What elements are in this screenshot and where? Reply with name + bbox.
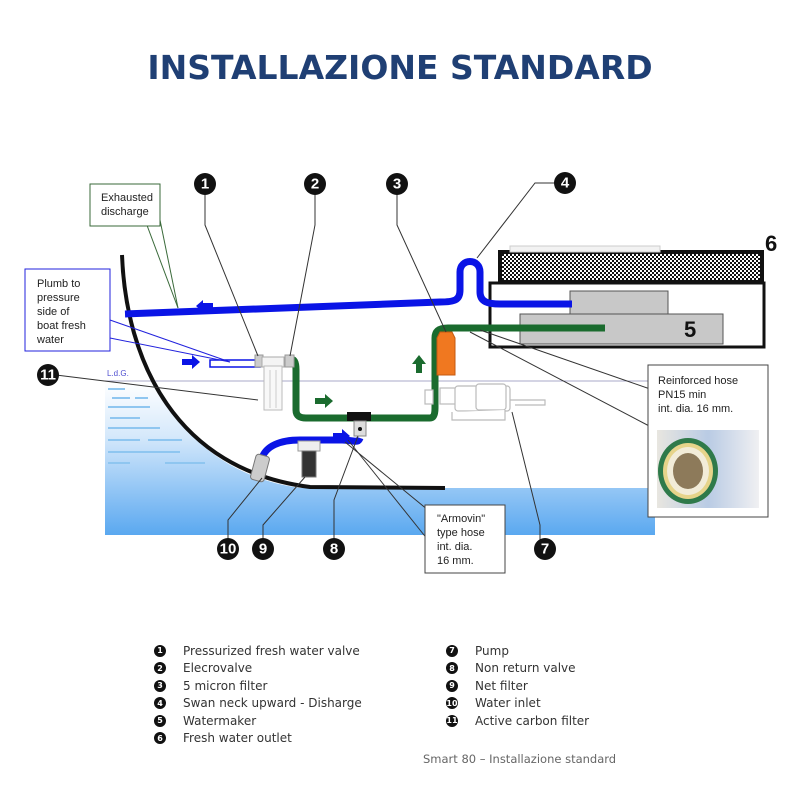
marker-5: 5 (684, 317, 696, 342)
svg-text:7: 7 (541, 541, 549, 558)
hull (120, 254, 446, 490)
callout-reinforced-line-2: PN15 min (658, 389, 706, 401)
svg-text:8: 8 (330, 541, 338, 558)
callout-plumb-to-pressure (24, 268, 111, 352)
legend-label: Active carbon filter (475, 713, 590, 728)
marker-1: 1 (194, 173, 216, 195)
callout-plumb-line-4: boat fresh (37, 320, 86, 332)
page-title: INSTALLAZIONE STANDARD (147, 48, 653, 87)
legend-right: 7 Pump 8 Non return valve 9 Net filter 10 Wa… (446, 642, 589, 730)
legend-number-badge: 2 (154, 662, 166, 675)
figure-caption: Smart 80 – Installazione standard (423, 752, 617, 766)
legend-label: Swan neck upward - Disharge (183, 696, 362, 711)
marker-4: 4 (554, 172, 576, 194)
carbon-filter-11 (263, 365, 283, 411)
tee-fitting (347, 412, 371, 421)
callout-exhausted-line-2: discharge (101, 206, 149, 218)
svg-text:2: 2 (311, 176, 319, 193)
legend-number-badge: 4 (154, 697, 166, 710)
legend-label: Net filter (475, 678, 528, 693)
legend-label: Pump (475, 643, 509, 658)
fresh-water-pipe (209, 359, 261, 368)
legend-label: Watermaker (183, 713, 257, 728)
svg-text:10: 10 (220, 541, 237, 558)
legend-label: Fresh water outlet (183, 731, 292, 746)
svg-text:4: 4 (561, 175, 570, 192)
legend-item: 6 Fresh water outlet (154, 730, 362, 748)
legend-item: 5 Watermaker (154, 712, 362, 730)
intake-hose (258, 436, 364, 460)
callout-leaders (109, 219, 231, 363)
legend-number-badge: 11 (446, 714, 458, 727)
net-filter-9 (297, 440, 321, 452)
waterline-label: L.d.G. (107, 369, 129, 378)
legend-number-badge: 10 (446, 697, 458, 710)
legend-label: Non return valve (475, 661, 576, 676)
callout-plumb-line-1: Plumb to (37, 278, 80, 290)
callout-plumb-line-3: side of (37, 306, 70, 318)
marker-2: 2 (304, 173, 326, 195)
callout-exhausted-discharge (89, 183, 161, 227)
legend-item: 3 5 micron filter (154, 677, 362, 695)
svg-text:11: 11 (40, 367, 56, 384)
legend-label: 5 micron filter (183, 678, 268, 693)
legend-number-badge: 9 (446, 679, 458, 692)
water-ripples (108, 388, 205, 464)
legend-item: 2 Elecrovalve (154, 660, 362, 678)
legend-item: 7 Pump (446, 642, 589, 660)
fresh-water-flow-arrow (182, 355, 200, 369)
legend-item: 11 Active carbon filter (446, 712, 589, 730)
intake-flow-arrow (333, 429, 350, 443)
legend-number-badge: 7 (446, 644, 458, 657)
marker-3: 3 (386, 173, 408, 195)
product-hose (288, 324, 605, 422)
watermaker-upper-block (569, 290, 669, 316)
callout-plumb-line-2: pressure (37, 292, 80, 304)
callout-reinforced-line-1: Reinforced hose (658, 375, 738, 387)
legend-number-badge: 1 (154, 644, 166, 657)
callout-exhausted-line-1: Exhausted (101, 192, 153, 204)
filter-5-micron (436, 331, 456, 376)
legend-left: 1 Pressurized fresh water valve 2 Elecrova… (154, 642, 362, 747)
svg-text:1: 1 (201, 176, 209, 193)
fresh-water-outlet-box (498, 250, 764, 284)
callout-armovin-hose (424, 504, 506, 574)
legend-item: 10 Water inlet (446, 695, 589, 713)
legend-label: Water inlet (475, 696, 541, 711)
discharge-flow-arrow (196, 300, 213, 312)
leader-lines (55, 182, 654, 548)
marker-11: 11 (37, 364, 59, 386)
callout-plumb-line-5: water (36, 334, 64, 346)
flow-arrow-right (315, 394, 333, 408)
discharge-hose (124, 258, 572, 318)
marker-8: 8 (323, 538, 345, 560)
legend-label: Elecrovalve (183, 661, 253, 676)
reinforced-hose-photo (657, 430, 759, 508)
legend-item: 1 Pressurized fresh water valve (154, 642, 362, 660)
legend-number-badge: 3 (154, 679, 166, 692)
legend-number-badge: 6 (154, 732, 166, 745)
water-inlet-10 (250, 453, 270, 483)
callout-armovin-line-1: "Armovin" (437, 513, 485, 525)
legend-number-badge: 8 (446, 662, 458, 675)
electrovalve-2 (284, 354, 295, 368)
legend-label: Pressurized fresh water valve (183, 643, 360, 658)
callout-armovin-line-3: int. dia. (437, 541, 472, 553)
callout-armovin-line-4: 16 mm. (437, 555, 474, 567)
hull-interior (122, 255, 655, 488)
marker-9: 9 (252, 538, 274, 560)
svg-text:9: 9 (259, 541, 267, 558)
callout-armovin-line-2: type hose (437, 527, 485, 539)
legend-item: 8 Non return valve (446, 660, 589, 678)
flow-arrow-up (412, 355, 426, 373)
marker-6: 6 (765, 231, 777, 256)
svg-text:3: 3 (393, 176, 401, 193)
callout-reinforced-line-3: int. dia. 16 mm. (658, 403, 733, 415)
legend-item: 4 Swan neck upward - Disharge (154, 695, 362, 713)
marker-10: 10 (217, 538, 239, 560)
legend-number-badge: 5 (154, 714, 166, 727)
legend-item: 9 Net filter (446, 677, 589, 695)
marker-7: 7 (534, 538, 556, 560)
pump-7 (424, 383, 546, 421)
